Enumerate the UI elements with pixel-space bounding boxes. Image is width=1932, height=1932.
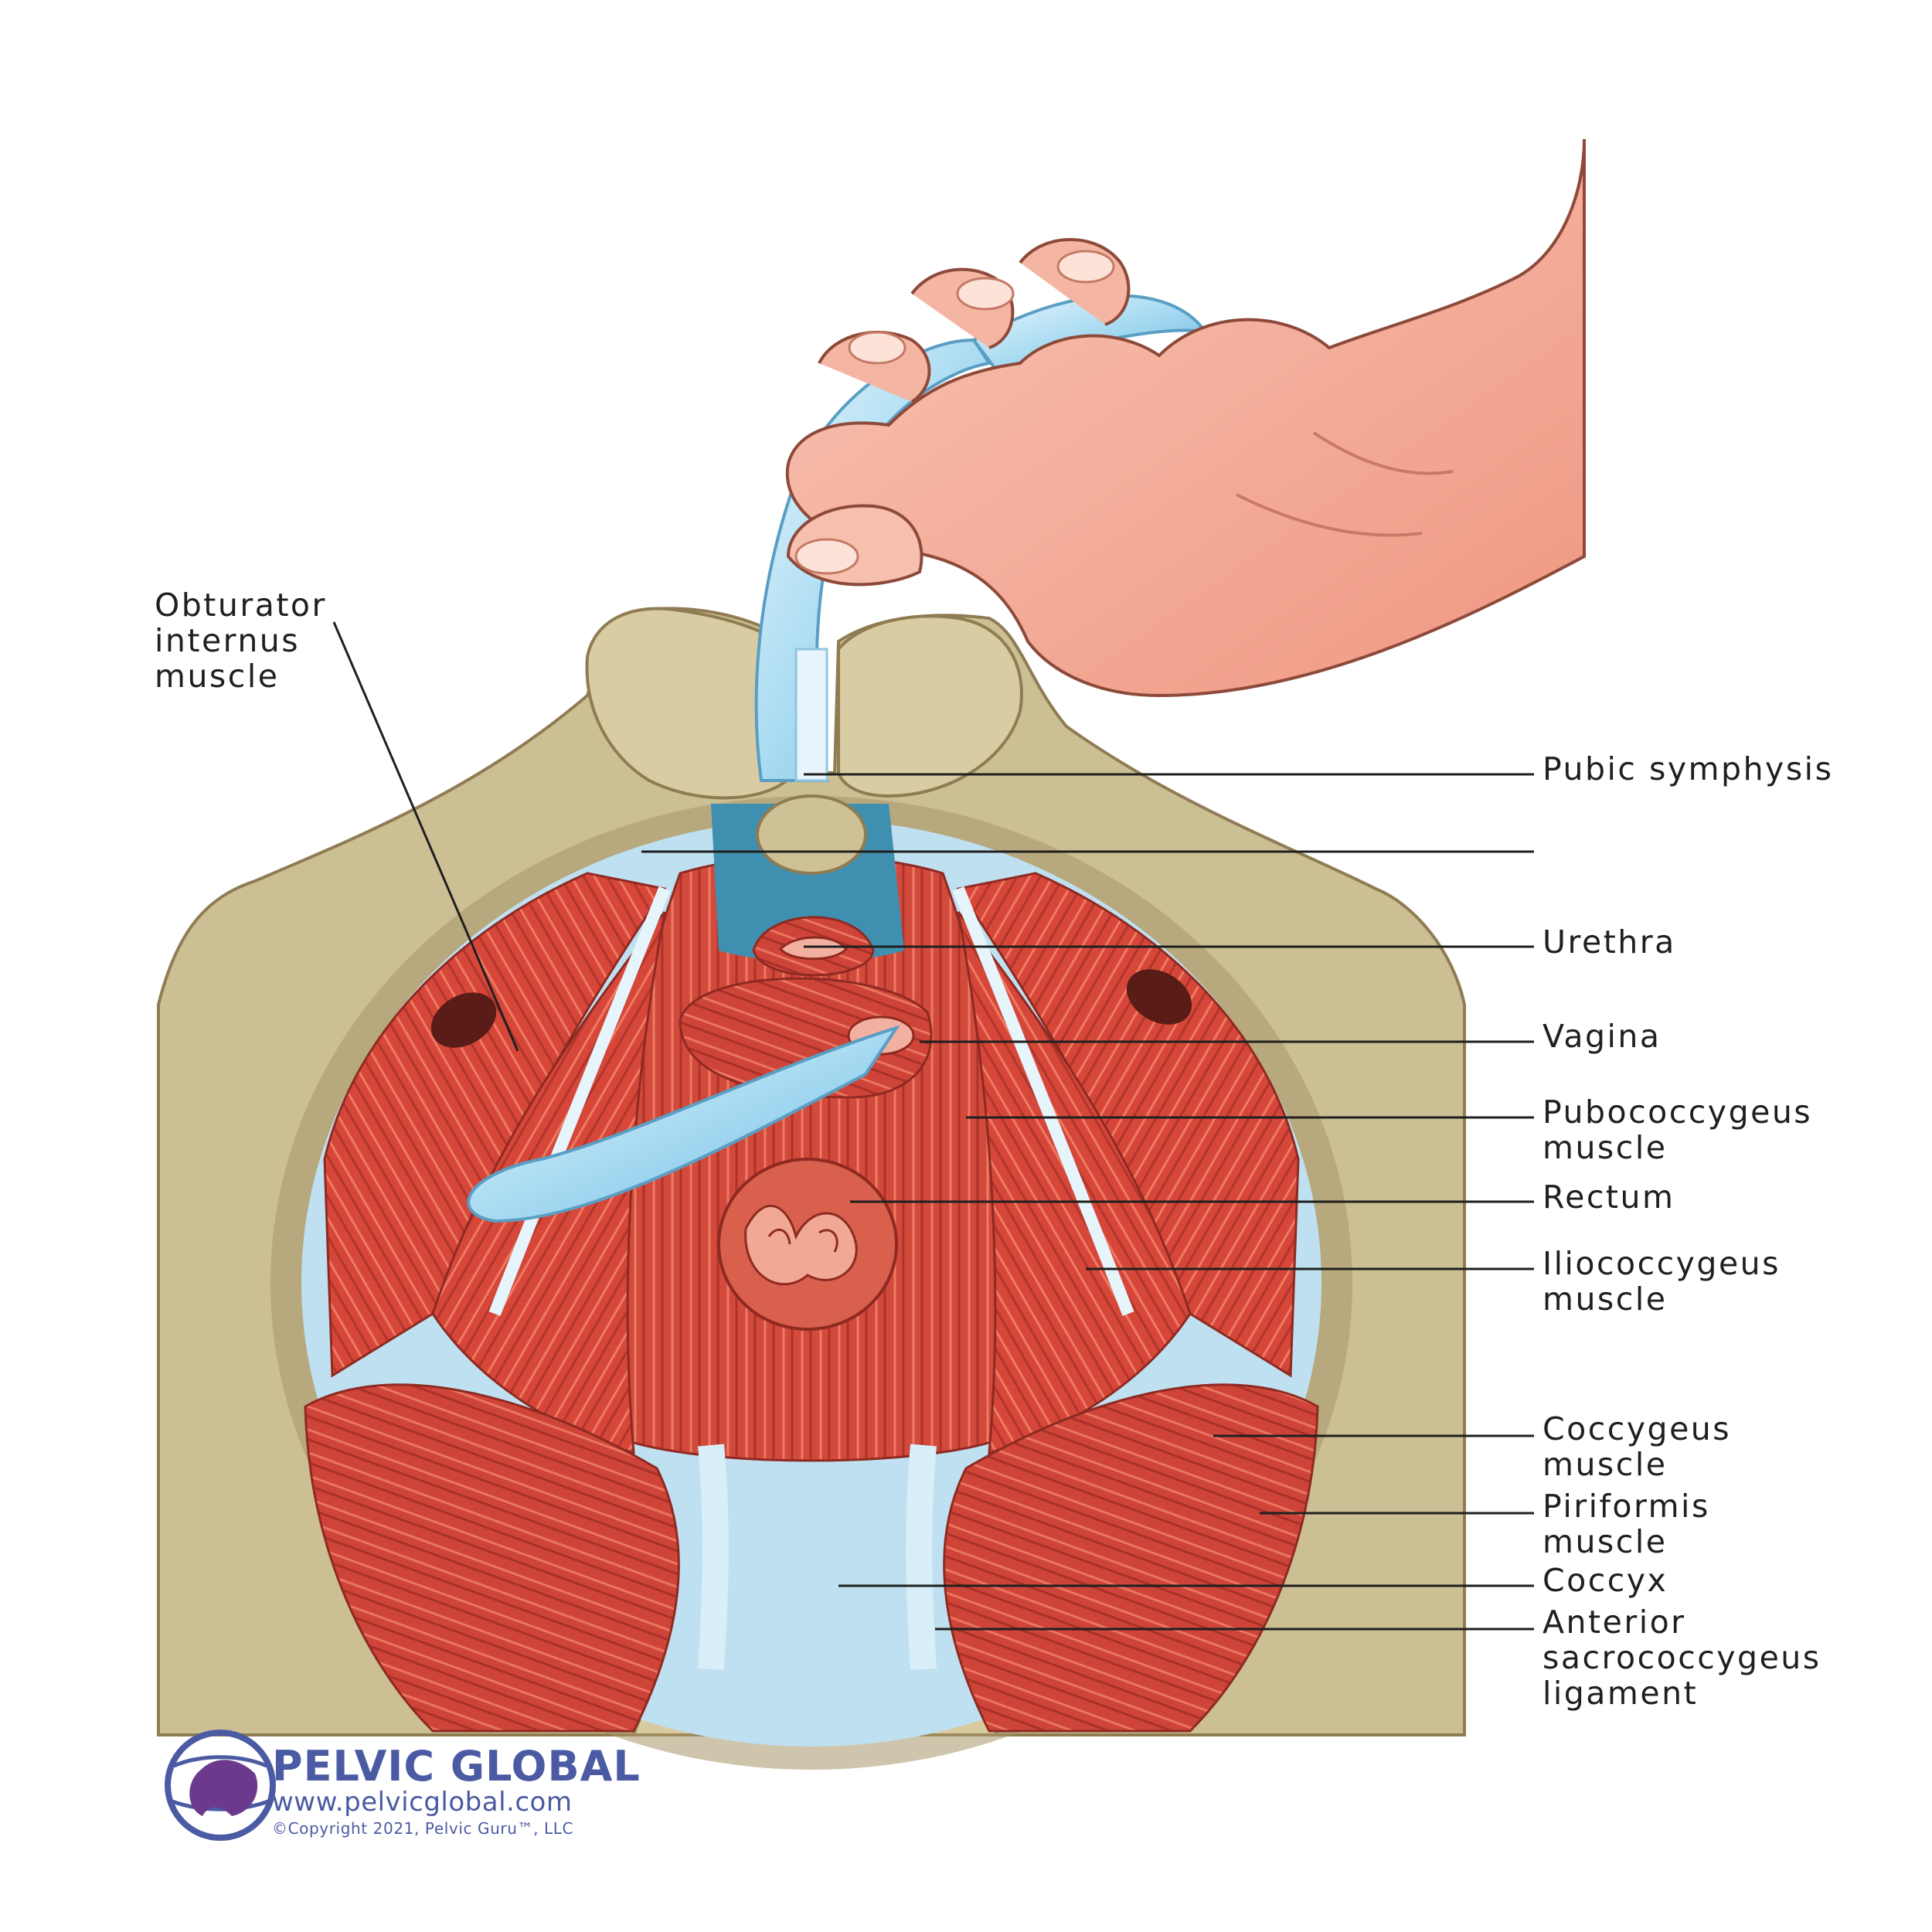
obturator-foramen-right [1126, 969, 1192, 1025]
label-rectum: Rectum [1543, 1179, 1675, 1216]
label-coccygeus: Coccygeus muscle [1543, 1410, 1732, 1483]
pubic-ring [756, 794, 867, 875]
label-anterior-sacrococcygeus: Anterior sacrococcygeus ligament [1543, 1604, 1821, 1712]
label-pubic-symphysis: Pubic symphysis [1543, 750, 1834, 787]
label-obturator-internus: Obturator internus muscle [155, 587, 327, 695]
label-pubococcygeus: Pubococcygeus muscle [1543, 1094, 1813, 1166]
label-coccyx: Coccyx [1543, 1562, 1668, 1599]
brand-copyright: ©Copyright 2021, Pelvic Guru™, LLC [272, 1819, 574, 1838]
label-urethra: Urethra [1543, 923, 1676, 961]
brand-name: PELVIC GLOBAL [272, 1742, 641, 1791]
brand-url: www.pelvicglobal.com [272, 1787, 573, 1818]
obturator-foramen-left [430, 992, 497, 1048]
label-iliococcygeus: Iliococcygeus muscle [1543, 1245, 1781, 1318]
coccygeus-right [943, 1383, 1319, 1733]
sacrococcygeus-ligament-right [906, 1444, 937, 1671]
label-vagina: Vagina [1543, 1018, 1662, 1055]
label-piriformis: Piriformis muscle [1543, 1488, 1710, 1560]
coccygeus-left [304, 1383, 680, 1733]
sacrococcygeus-ligament-left [698, 1444, 729, 1671]
leader-lines [332, 621, 1534, 1631]
leader-obturator [332, 621, 519, 1052]
rectum [717, 1158, 898, 1331]
hand [785, 138, 1586, 698]
pelvic-global-logo [165, 1730, 276, 1841]
